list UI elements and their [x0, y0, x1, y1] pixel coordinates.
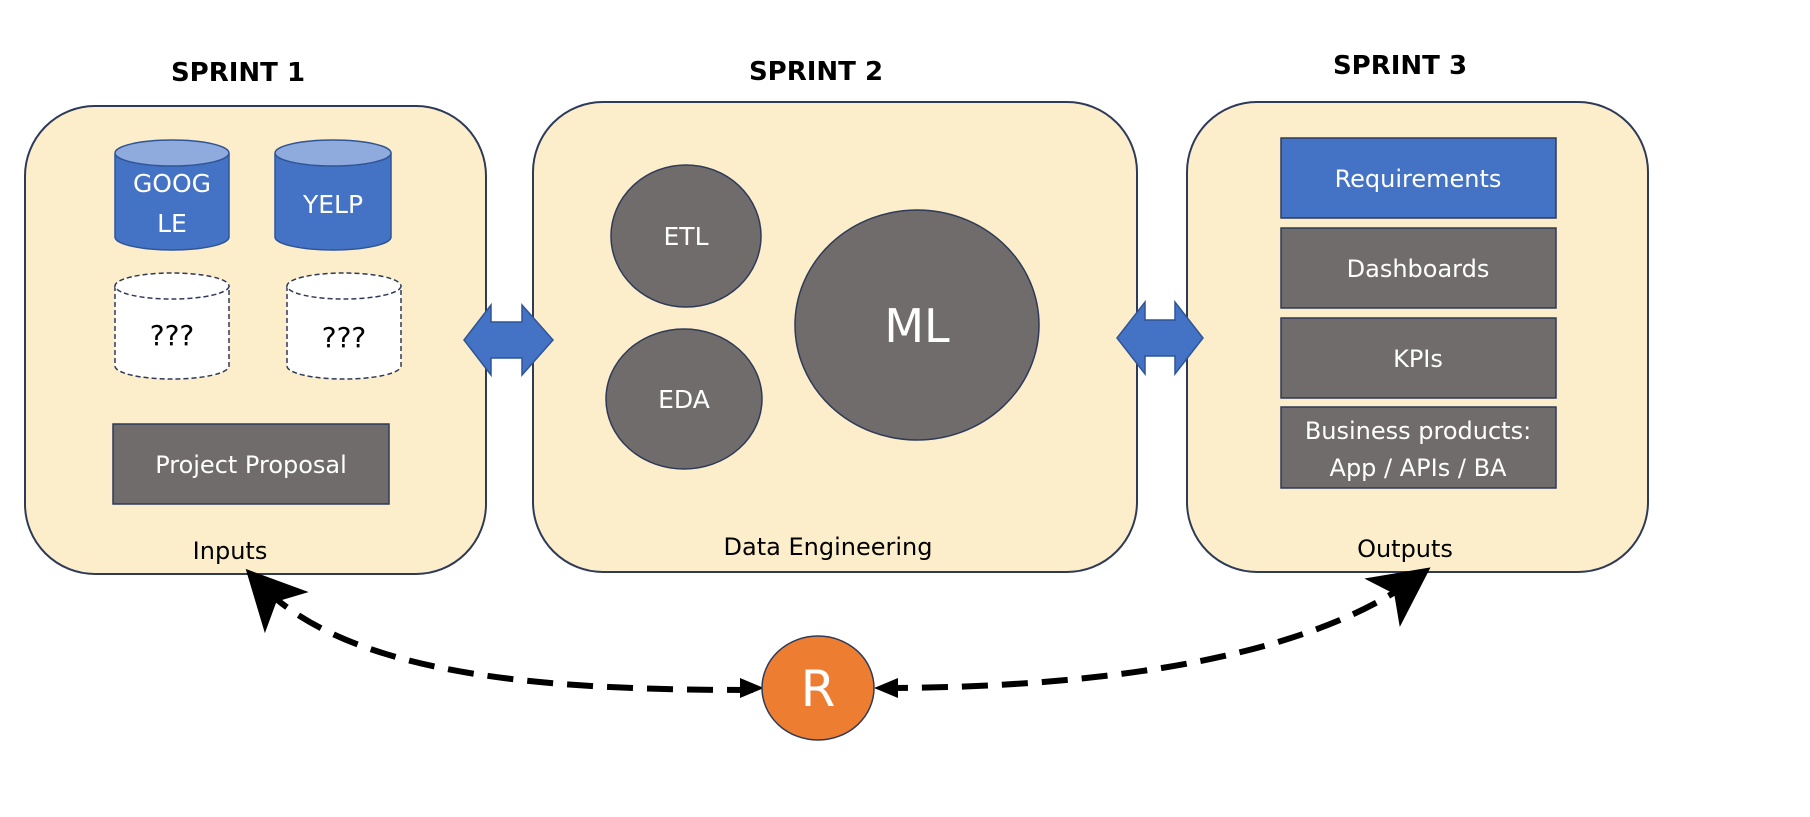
feedback-arrow-to-inputs: [245, 568, 754, 693]
eda-node: EDA: [605, 328, 763, 470]
feedback-arrowhead-left-of-r: [740, 678, 764, 698]
feedback-arrowhead-right-of-r: [874, 678, 898, 698]
inputs-panel: GOOG LE YELP ??? ??? Project Proposal In…: [24, 105, 487, 575]
requirements-box: [1280, 137, 1557, 219]
unknown-source-label-2: ???: [322, 321, 367, 354]
review-node: R: [761, 635, 875, 741]
google-database-icon: GOOG LE: [114, 139, 230, 251]
data-engineering-panel: ETL EDA ML Data Engineering: [532, 101, 1138, 573]
business-products-label-line2: App / APIs / BA: [1330, 454, 1508, 482]
requirements-label: Requirements: [1335, 165, 1502, 193]
eda-label: EDA: [658, 385, 710, 414]
project-proposal-label: Project Proposal: [155, 451, 347, 479]
business-products-box: [1280, 406, 1557, 489]
sprint-3-title: SPRINT 3: [1333, 51, 1467, 81]
unknown-source-icon-1: ???: [114, 272, 230, 380]
ml-node: ML: [794, 209, 1040, 441]
sprint-1-title: SPRINT 1: [171, 58, 305, 88]
inputs-panel-label: Inputs: [193, 537, 268, 565]
project-proposal-box: [112, 423, 390, 505]
unknown-source-label-1: ???: [150, 319, 195, 352]
double-arrow-icon-inputs-engineering: [463, 302, 555, 378]
kpis-label: KPIs: [1393, 345, 1443, 373]
outputs-panel: Requirements Dashboards KPIs Business pr…: [1186, 101, 1649, 573]
review-label: R: [801, 660, 836, 718]
sprint-2-title: SPRINT 2: [749, 57, 883, 87]
yelp-source-label: YELP: [302, 190, 363, 219]
ml-label: ML: [884, 299, 950, 353]
feedback-arrow-to-outputs: [881, 567, 1431, 691]
kpis-box: [1280, 317, 1557, 399]
google-source-label-line1: GOOG: [133, 169, 211, 198]
etl-node: ETL: [610, 164, 762, 308]
data-engineering-panel-label: Data Engineering: [724, 533, 933, 561]
unknown-source-icon-2: ???: [286, 272, 402, 380]
double-arrow-icon-engineering-outputs: [1116, 299, 1204, 377]
business-products-label-line1: Business products:: [1305, 417, 1531, 445]
google-source-label-line2: LE: [157, 209, 187, 238]
outputs-panel-label: Outputs: [1357, 535, 1453, 563]
yelp-database-icon: YELP: [274, 139, 392, 251]
dashboards-box: [1280, 227, 1557, 309]
dashboards-label: Dashboards: [1347, 255, 1490, 283]
etl-label: ETL: [664, 222, 709, 251]
